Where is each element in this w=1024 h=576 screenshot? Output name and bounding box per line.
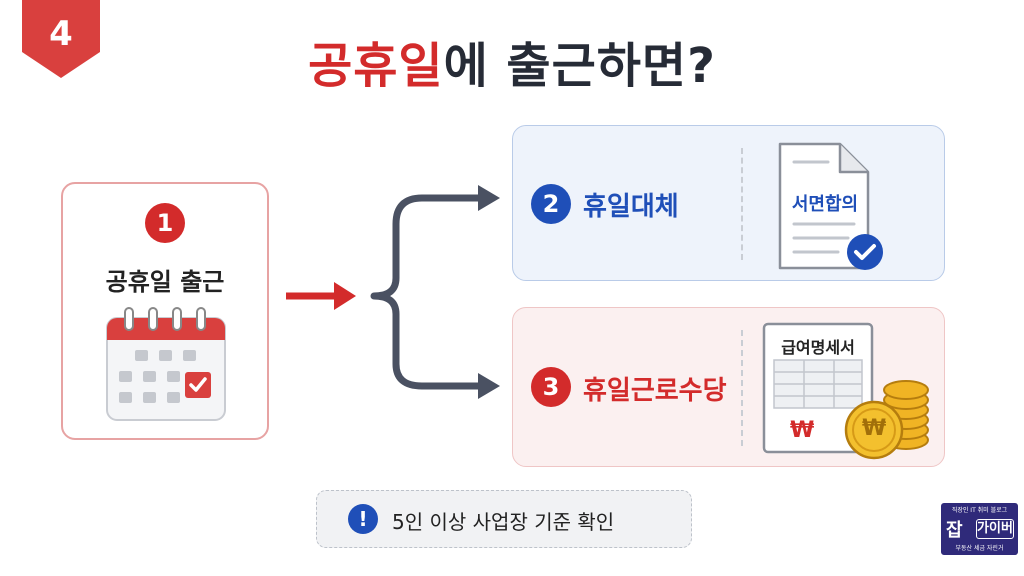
step-2-badge: 2 (531, 184, 571, 224)
note-box (316, 490, 692, 548)
step-1-badge: 1 (145, 203, 185, 243)
step-3-badge: 3 (531, 367, 571, 407)
divider (741, 330, 743, 446)
logo-main: 잡 (946, 520, 963, 541)
logo-subtitle: 부동산 세금 자린거 (955, 545, 1004, 552)
flow-connector (282, 180, 512, 410)
payslip-title: 급여명세서 (781, 338, 855, 357)
blog-logo (941, 503, 1018, 555)
check-icon (846, 233, 884, 271)
coin-won-symbol: ₩ (862, 416, 887, 441)
holiday-allowance-label: 휴일근로수당 (583, 376, 727, 406)
holiday-work-label: 공휴일 출근 (105, 268, 225, 296)
page-title: 공휴일에 출근하면? (0, 26, 1024, 96)
won-symbol: ₩ (790, 418, 815, 443)
calendar-icon (105, 306, 227, 422)
note-text: 5인 이상 사업장 기준 확인 (392, 510, 615, 534)
written-agreement-label: 서면합의 (791, 194, 859, 215)
title-highlight: 공휴일 (308, 38, 444, 94)
coin-stack-icon (840, 374, 932, 460)
substitute-holiday-label: 휴일대체 (583, 192, 679, 222)
step-number: 4 (49, 14, 73, 54)
logo-tagline: 직장인 IT 취미 블로그 (951, 507, 1008, 514)
title-rest: 에 출근하면? (443, 38, 716, 94)
step-badge (22, 0, 100, 78)
document-icon (778, 140, 888, 275)
logo-box: 가이버 (976, 519, 1014, 539)
payslip-icon (762, 322, 874, 454)
divider (741, 148, 743, 260)
exclamation-icon: ! (348, 504, 378, 534)
